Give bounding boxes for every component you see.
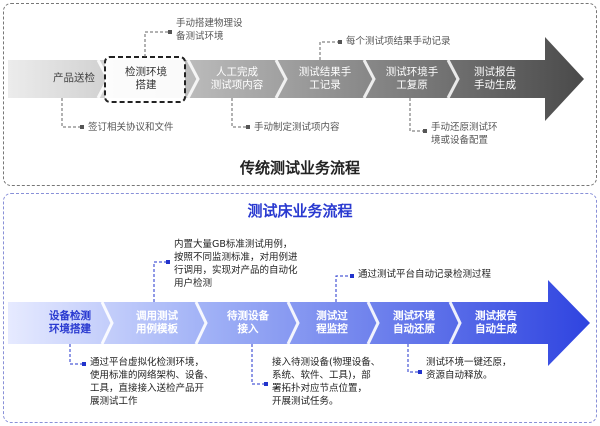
connector-dot: [82, 362, 86, 366]
traditional-step-4: 测试结果手 工记录: [284, 66, 366, 92]
traditional-step-1: 产品送检: [48, 72, 100, 85]
connector-dot: [166, 260, 170, 264]
separator: [194, 301, 208, 345]
step-label: 人工完成 测试项内容: [210, 66, 264, 91]
testbed-step-1: 设备检测 环境搭建: [34, 310, 106, 336]
traditional-flow-arrow: [8, 37, 584, 121]
traditional-step-6: 测试报告 手动生成: [456, 66, 534, 92]
traditional-note-env-setup: 手动搭建物理设 备测试环境: [176, 18, 243, 42]
testbed-note-virtual-env: 通过平台虚拟化检测环境， 使用标准的网络架构、设备、 工具，直接接入送检产品开 …: [90, 357, 214, 407]
testbed-step-2: 调用测试 用例模板: [116, 310, 198, 336]
separator: [100, 301, 114, 345]
testbed-connector-dots: [82, 260, 422, 386]
connector-line: [319, 41, 340, 60]
testbed-note-test-cases: 内置大量GB标准测试用例， 按照不同监测标准，对用例进 行调用，实现对产品的自动…: [174, 239, 298, 289]
testbed-step-6: 测试报告 自动生成: [458, 310, 534, 336]
connector-line: [69, 344, 84, 365]
connector-dot: [80, 125, 84, 129]
connector-line: [61, 98, 82, 128]
step-label: 调用测试 用例模板: [136, 310, 178, 335]
separator: [286, 301, 300, 345]
traditional-step-separators: [96, 59, 460, 99]
testbed-process-title: 测试床业务流程: [247, 202, 353, 220]
traditional-connectors: [61, 31, 425, 132]
step-label: 测试报告 自动生成: [475, 310, 517, 335]
testbed-step-5: 测试环境 自动还原: [376, 310, 452, 336]
connector-line: [335, 275, 352, 302]
step-label: 测试环境 自动还原: [393, 310, 435, 335]
testbed-note-auto-restore: 测试环境一键还原， 资源自动释放。: [426, 357, 512, 381]
traditional-step-3: 人工完成 测试项内容: [195, 66, 279, 92]
traditional-process-title: 传统测试业务流程: [239, 159, 360, 177]
separator: [448, 301, 462, 345]
connector-line: [409, 98, 425, 132]
separator: [186, 59, 200, 99]
step-label: 测试结果手 工记录: [298, 66, 352, 91]
traditional-connector-dots: [80, 30, 427, 133]
testbed-connectors: [69, 261, 420, 385]
connector-dot: [168, 30, 172, 34]
traditional-note-record: 每个测试项结果手动记录: [346, 36, 451, 47]
connector-line: [407, 344, 420, 373]
step-label: 测试环境手 工复原: [385, 66, 439, 91]
connector-dot: [350, 274, 354, 278]
connector-dot: [418, 370, 422, 374]
connector-dot: [338, 40, 342, 44]
separator: [446, 59, 460, 99]
connector-line: [144, 31, 170, 57]
traditional-note-define-items: 手动制定测试项内容: [254, 122, 340, 133]
testbed-note-device-access: 接入待测设备(物理设备、 系统、软件、工具)，部 署拓扑对应节点位置， 开展测试…: [272, 357, 381, 407]
step-label: 测试报告 手动生成: [474, 66, 516, 91]
traditional-step-5: 测试环境手 工复原: [372, 66, 452, 92]
step-label: 检测环境 搭建: [125, 66, 167, 91]
step-label: 待测设备 接入: [227, 310, 269, 335]
step-label: 设备检测 环境搭建: [49, 310, 91, 335]
testbed-step-3: 待测设备 接入: [208, 310, 288, 336]
connector-dot: [264, 382, 268, 386]
separator: [274, 59, 288, 99]
testbed-step-separators: [100, 301, 462, 345]
traditional-process-panel: [3, 3, 597, 186]
connector-dot: [246, 125, 250, 129]
testbed-note-auto-record: 通过测试平台自动记录检测过程: [358, 269, 492, 280]
step-label: 产品送检: [53, 72, 95, 84]
connector-line: [231, 98, 248, 128]
connector-line: [251, 344, 266, 385]
connector-line: [153, 261, 168, 302]
traditional-note-restore: 手动还原测试环 境或设备配置: [431, 122, 498, 146]
step-label: 测试过 程监控: [316, 310, 348, 335]
separator: [362, 59, 376, 99]
testbed-process-panel: [3, 193, 597, 423]
testbed-step-4: 测试过 程监控: [296, 310, 368, 336]
traditional-step-2: 检测环境 搭建: [110, 66, 182, 92]
separator: [366, 301, 380, 345]
connector-dot: [423, 129, 427, 133]
traditional-note-agreement: 签订相关协议和文件: [88, 122, 174, 133]
